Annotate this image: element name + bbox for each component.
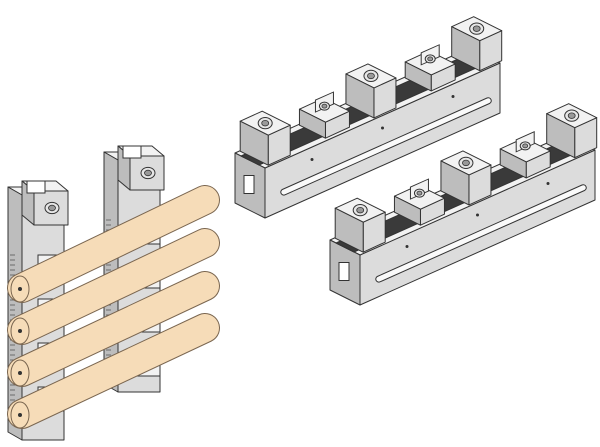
rod-center-hole <box>18 371 22 375</box>
workpiece-rod <box>8 272 219 386</box>
fixed-jaw-block-side <box>440 160 470 206</box>
screw-head <box>48 204 56 212</box>
screw-head <box>427 56 434 62</box>
end-face-pocket <box>338 262 350 281</box>
fixed-jaw-block-side <box>334 207 364 253</box>
workpiece-rod <box>8 186 219 302</box>
screw-head <box>567 112 576 119</box>
screw-head <box>472 25 481 32</box>
rail-hole <box>451 95 455 98</box>
screw-head <box>356 206 365 214</box>
vise-rail-upper <box>234 16 503 219</box>
end-face-pocket <box>243 175 255 194</box>
rail-slot-inner <box>281 98 491 195</box>
movable-clamp-side <box>298 108 326 139</box>
rail-hole <box>310 158 314 161</box>
screw-head <box>321 103 328 109</box>
fixed-jaw-block-side <box>345 73 375 119</box>
workpiece-rod <box>8 229 219 344</box>
screw-head <box>367 72 375 80</box>
fixed-jaw-block-side <box>239 120 269 166</box>
screw-head <box>462 159 470 167</box>
screw-head <box>144 169 152 177</box>
rod-center-hole <box>18 413 22 417</box>
rod-center-hole <box>18 287 22 291</box>
movable-clamp-side <box>404 61 432 92</box>
rail-slot-inner <box>376 185 586 282</box>
column-clamps-with-rods <box>7 145 220 441</box>
movable-clamp-side <box>499 148 527 179</box>
rail-hole <box>476 213 479 217</box>
fixed-jaw-block-side <box>451 26 481 72</box>
rail-hole <box>405 245 409 248</box>
fixed-jaw-block-side <box>546 113 576 159</box>
movable-clamp-side <box>393 195 421 226</box>
rail-hole <box>381 126 384 130</box>
vise-rail-lower <box>329 103 598 306</box>
screw-head <box>261 119 270 127</box>
column-top-jaw <box>26 180 46 194</box>
screw-head <box>416 190 423 196</box>
rod-center-hole <box>18 329 22 333</box>
workpiece-rod <box>8 314 219 428</box>
screw-head <box>522 143 529 149</box>
rail-hole <box>546 182 550 185</box>
column-top-jaw <box>122 145 142 159</box>
